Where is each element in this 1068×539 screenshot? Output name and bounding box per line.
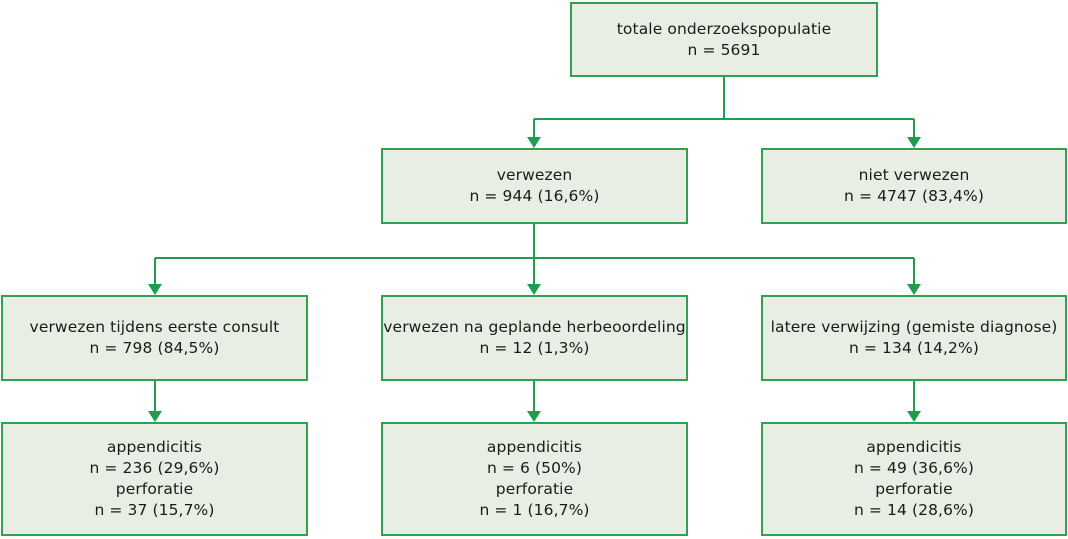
arrowhead-planned-reassessment — [527, 284, 541, 295]
node-outcome-later-referral-line3: perforatie — [875, 480, 953, 498]
node-later-referral-line1: latere verwijzing (gemiste diagnose) — [770, 318, 1058, 336]
node-total-population-line2: n = 5691 — [687, 40, 761, 59]
arrowhead-later-referral — [907, 284, 921, 295]
node-referred-first-consult-line2: n = 798 (84,5%) — [89, 339, 220, 357]
arrowhead-outcome-middle — [527, 411, 541, 422]
node-referred-first-consult-line1: verwezen tijdens eerste consult — [29, 318, 280, 336]
node-outcome-planned-reassessment: appendicitis n = 6 (50%) perforatie n = … — [381, 422, 688, 536]
node-outcome-first-consult-line4: n = 37 (15,7%) — [94, 501, 215, 519]
node-total-population: totale onderzoekspopulatie n = 5691 — [570, 2, 878, 77]
node-later-referral: latere verwijzing (gemiste diagnose) n =… — [761, 295, 1067, 381]
node-outcome-planned-reassessment-line3: perforatie — [495, 480, 574, 498]
node-later-referral-line2: n = 134 (14,2%) — [848, 339, 979, 357]
node-referred-planned-reassessment-line1: verwezen na geplande herbeoordeling — [383, 318, 686, 336]
node-outcome-first-consult-line1: appendicitis — [106, 438, 203, 456]
node-outcome-later-referral-line4: n = 14 (28,6%) — [853, 501, 975, 519]
node-referred: verwezen n = 944 (16,6%) — [381, 148, 688, 224]
arrowhead-first-consult — [148, 284, 162, 295]
arrowhead-referred — [527, 137, 541, 148]
node-total-population-line1: totale onderzoekspopulatie — [616, 19, 832, 38]
node-referred-line2: n = 944 (16,6%) — [469, 187, 600, 205]
node-outcome-first-consult: appendicitis n = 236 (29,6%) perforatie … — [1, 422, 308, 536]
node-outcome-first-consult-line3: perforatie — [115, 480, 194, 498]
node-outcome-later-referral-line1: appendicitis — [866, 438, 962, 456]
node-not-referred-line2: n = 4747 (83,4%) — [844, 187, 984, 205]
node-outcome-planned-reassessment-line1: appendicitis — [486, 438, 583, 456]
node-referred-planned-reassessment-line2: n = 12 (1,3%) — [479, 339, 590, 357]
arrowhead-outcome-left — [148, 411, 162, 422]
node-outcome-planned-reassessment-line2: n = 6 (50%) — [486, 459, 583, 477]
node-referred-first-consult: verwezen tijdens eerste consult n = 798 … — [1, 295, 308, 381]
node-outcome-first-consult-line2: n = 236 (29,6%) — [89, 459, 220, 477]
node-referred-planned-reassessment: verwezen na geplande herbeoordeling n = … — [381, 295, 688, 381]
node-outcome-planned-reassessment-line4: n = 1 (16,7%) — [479, 501, 590, 519]
node-not-referred-line1: niet verwezen — [858, 166, 970, 184]
arrowhead-not-referred — [907, 137, 921, 148]
node-referred-line1: verwezen — [496, 166, 573, 184]
arrowhead-outcome-right — [907, 411, 921, 422]
node-not-referred: niet verwezen n = 4747 (83,4%) — [761, 148, 1067, 224]
node-outcome-later-referral-line2: n = 49 (36,6%) — [853, 459, 975, 477]
node-outcome-later-referral: appendicitis n = 49 (36,6%) perforatie n… — [761, 422, 1067, 536]
